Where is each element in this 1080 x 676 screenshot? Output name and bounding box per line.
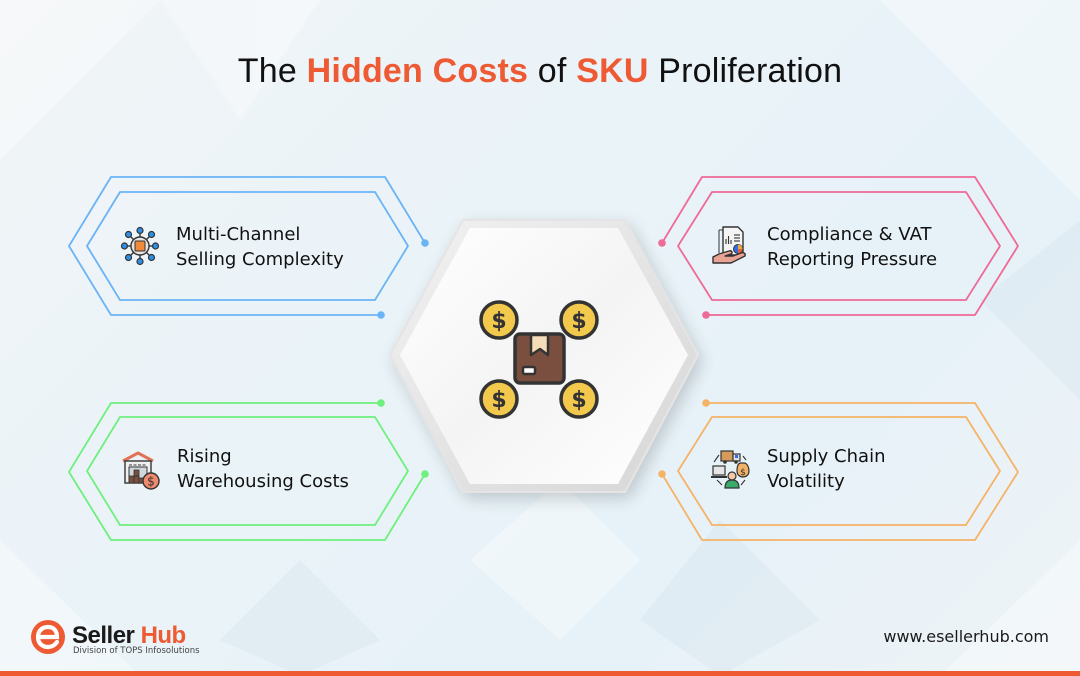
svg-text:$: $ <box>571 309 586 334</box>
warehouse-dollar-icon: $ <box>122 451 160 490</box>
document-hand-icon <box>712 226 746 264</box>
card-title-line2: Reporting Pressure <box>767 249 938 270</box>
logo-wordmark: Seller Hub <box>72 622 186 650</box>
page-title: The Hidden Costs of SKU Proliferation <box>0 52 1080 91</box>
title-text: Proliferation <box>648 52 843 90</box>
svg-text:$: $ <box>740 468 746 478</box>
card-title-line1: Supply Chain <box>767 446 886 467</box>
card-supply-chain-outline <box>661 402 1019 541</box>
card-title-line1: Rising <box>177 446 232 467</box>
connector-dot <box>421 470 429 478</box>
website-link[interactable]: www.esellerhub.com <box>883 627 1049 646</box>
logo-hub: Hub <box>140 622 187 649</box>
card-multi-channel-outline <box>68 176 426 316</box>
logo-subtitle: Division of TOPS Infosolutions <box>73 646 200 656</box>
connector-dot <box>702 399 710 407</box>
card-title-line1: Compliance & VAT <box>767 224 932 245</box>
card-multi-channel: Multi-Channel Selling Complexity <box>176 222 344 272</box>
card-warehousing: Rising Warehousing Costs <box>177 444 349 494</box>
card-title-line2: Selling Complexity <box>176 249 344 270</box>
connector-dot <box>421 239 429 247</box>
title-text: of <box>528 52 577 90</box>
title-text: The <box>237 52 307 90</box>
title-highlight-hidden-costs: Hidden Costs <box>306 52 529 90</box>
connector-dot <box>658 239 666 247</box>
eseller-hub-logo-icon <box>31 620 65 654</box>
card-title-line2: Warehousing Costs <box>177 471 349 492</box>
logo-seller: Seller <box>72 622 135 649</box>
connector-dot <box>702 311 710 319</box>
connector-dot <box>658 470 666 478</box>
network-box-icon <box>120 226 160 266</box>
card-title-line1: Multi-Channel <box>176 224 301 245</box>
title-highlight-sku: SKU <box>576 52 649 90</box>
connector-dot <box>377 399 385 407</box>
svg-text:$: $ <box>147 475 155 489</box>
supply-cycle-icon: $ <box>711 450 750 489</box>
card-compliance-outline <box>661 176 1019 316</box>
card-compliance: Compliance & VAT Reporting Pressure <box>767 222 937 272</box>
card-supply-chain: Supply Chain Volatility <box>767 444 885 494</box>
card-warehousing-outline <box>68 402 426 541</box>
svg-text:$: $ <box>491 388 506 413</box>
card-title-line2: Volatility <box>767 471 845 492</box>
footer-accent-bar <box>0 671 1080 676</box>
svg-text:$: $ <box>571 388 586 413</box>
svg-text:$: $ <box>491 309 506 334</box>
box-with-coins-icon: $ $ $ $ <box>479 300 599 419</box>
connector-dot <box>377 311 385 319</box>
